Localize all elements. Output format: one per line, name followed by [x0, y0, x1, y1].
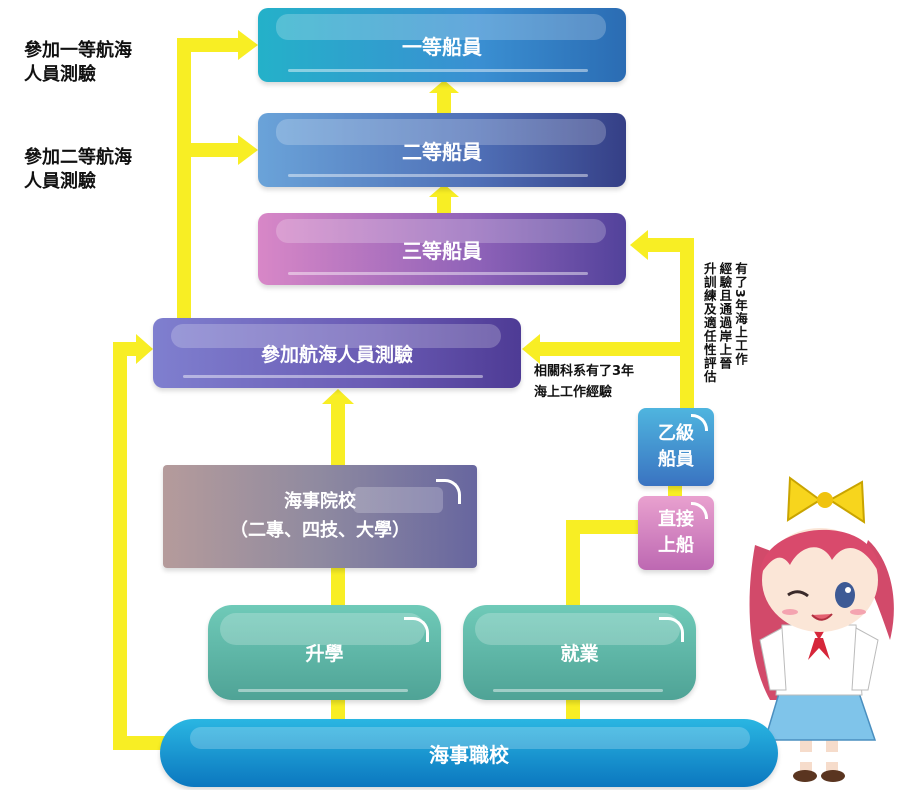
arrow-head-to-rank1 — [238, 30, 258, 60]
second-class-crew-label: 二等船員 — [402, 139, 482, 164]
arrow-vocational-to-employment — [566, 700, 580, 720]
arrow-head-to-exam-right — [522, 334, 540, 364]
further-study-box: 升學 — [208, 605, 441, 700]
arrow-employment-to-direct — [566, 520, 640, 534]
arrow-to-rank3-shaft — [646, 238, 694, 252]
employment-label: 就業 — [560, 643, 599, 665]
promotion-requirement-note-line3: 升訓練及適任性評估 — [701, 262, 717, 384]
arrow-further-to-academy — [331, 568, 345, 608]
related-department-note: 相關科系有了3年 海上工作經驗 — [534, 362, 634, 404]
arrow-rank2-to-rank1-shaft — [437, 92, 451, 114]
arrow-left-top — [113, 342, 139, 356]
class-b-crew-box: 乙級 船員 — [638, 408, 714, 486]
related-department-note-line1: 相關科系有了3年 — [534, 364, 635, 379]
direct-boarding-line2: 上船 — [658, 535, 694, 556]
maritime-academy-subtitle: （二專、四技、大學） — [230, 519, 410, 541]
class-b-crew-line1: 乙級 — [658, 422, 694, 444]
direct-boarding-line1: 直接 — [658, 508, 694, 530]
arrow-vocational-to-further — [331, 700, 345, 720]
maritime-vocational-school-box: 海事職校 — [160, 719, 778, 787]
arrow-exam-trunk — [177, 38, 191, 320]
third-class-crew-box: 三等船員 — [258, 213, 626, 285]
arrow-head-to-exam-left — [136, 334, 153, 364]
maritime-exam-label: 參加航海人員測驗 — [260, 343, 413, 366]
first-class-exam-note: 參加一等航海 人員測驗 — [24, 39, 132, 88]
promotion-requirement-note-line1: 有了3年海上工作 — [733, 262, 748, 367]
arrow-direct-to-classb — [668, 486, 682, 498]
arrow-academy-to-exam-shaft — [331, 402, 345, 467]
promotion-requirement-note-line2: 經驗且通過岸上晉 — [717, 262, 733, 370]
maritime-exam-box: 參加航海人員測驗 — [153, 318, 521, 388]
class-b-crew-line2: 船員 — [658, 449, 694, 470]
first-class-crew-box: 一等船員 — [258, 8, 626, 82]
maritime-vocational-school-label: 海事職校 — [429, 742, 509, 767]
second-class-exam-note: 參加二等航海 人員測驗 — [24, 146, 132, 195]
arrow-to-rank2-shaft — [177, 143, 239, 157]
maritime-academy-box: 海事院校 （二專、四技、大學） — [163, 465, 477, 568]
first-class-exam-note-line2: 人員測驗 — [24, 64, 96, 86]
arrow-to-exam-right-shaft — [538, 342, 694, 356]
second-class-exam-note-line2: 人員測驗 — [24, 171, 96, 193]
arrow-head-to-rank2 — [238, 135, 258, 165]
arrow-head-to-rank3 — [630, 230, 648, 260]
maritime-academy-title: 海事院校 — [284, 490, 356, 512]
first-class-exam-note-line1: 參加一等航海 — [24, 40, 132, 61]
further-study-label: 升學 — [305, 643, 344, 665]
promotion-requirement-note: 有了3年海上工作 經驗且通過岸上晉 升訓練及適任性評估 — [688, 262, 748, 412]
arrow-left-trunk — [113, 342, 127, 750]
arrow-to-rank1-shaft — [177, 38, 239, 52]
arrow-head-rank3-to-rank2 — [429, 184, 459, 197]
mascot-illustration — [749, 476, 894, 782]
second-class-crew-box: 二等船員 — [258, 113, 626, 187]
related-department-note-line2: 海上工作經驗 — [534, 384, 613, 400]
arrow-classb-trunk — [680, 238, 694, 410]
arrow-employment-up — [566, 520, 580, 606]
arrow-left-base — [113, 736, 173, 750]
direct-boarding-box: 直接 上船 — [638, 496, 714, 570]
arrow-head-rank2-to-rank1 — [429, 80, 459, 93]
third-class-crew-label: 三等船員 — [402, 238, 482, 263]
arrow-head-academy-to-exam — [322, 389, 354, 404]
employment-box: 就業 — [463, 605, 696, 700]
first-class-crew-label: 一等船員 — [402, 34, 482, 59]
second-class-exam-note-line1: 參加二等航海 — [24, 147, 132, 168]
arrow-rank3-to-rank2-shaft — [437, 195, 451, 215]
